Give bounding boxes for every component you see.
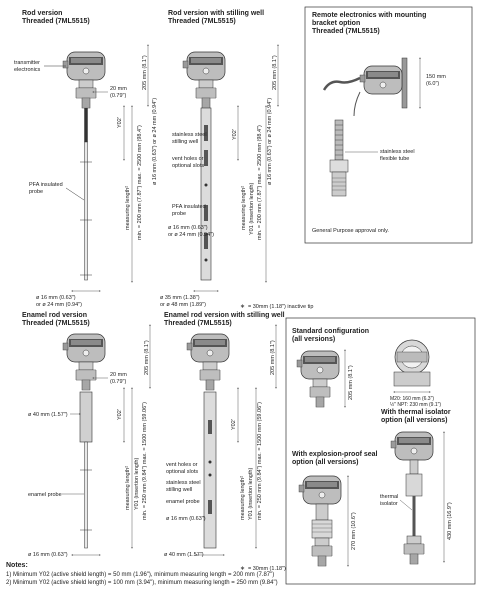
configurations-diagram: Standard configuration (all versions) 20… <box>285 317 476 585</box>
well-d48: or ø 48 mm (1.89") <box>160 302 206 308</box>
remote-subtitle: Threaded (7ML5515) <box>312 28 380 35</box>
well-205: 205 mm (8.1") <box>272 55 278 90</box>
enamel-subtitle: Threaded (7ML5515) <box>22 320 90 327</box>
gp-note: General Purpose approval only. <box>312 228 389 234</box>
en-well-measuring-length: measuring length² <box>240 476 246 520</box>
standard-subtitle: (all versions) <box>292 336 335 343</box>
rod-measuring-length: measuring length² <box>125 186 131 230</box>
enamel-20mm-in: (0.79") <box>110 379 126 385</box>
en-well-d16: ø 16 mm (0.63") <box>166 516 206 522</box>
explosion-title: With explosion-proof seal <box>292 451 378 458</box>
remote-title: Remote electronics with mounting <box>312 12 426 19</box>
well-y02: Y02' <box>232 129 238 140</box>
remote-electronics-box <box>304 6 473 244</box>
en-well-y02: Y02' <box>231 419 237 430</box>
remote-150: 150 mm <box>426 74 446 80</box>
enamel-well-subtitle: Threaded (7ML5515) <box>164 320 232 327</box>
enamel-y02: Y02' <box>117 409 123 420</box>
explosion-subtitle: option (all versions) <box>292 459 359 466</box>
en-well-205: 205 mm (8.1") <box>270 340 276 375</box>
note-2: 2) Minimum Y02 (active shield length) = … <box>6 580 278 586</box>
rod-y02: Y02' <box>117 117 123 128</box>
well-d16: ø 16 mm (0.63") <box>168 225 208 231</box>
rod-dia: ø 16 mm (0.63") or ø 24 mm (0.94") <box>152 98 158 185</box>
optional-slots-label: optional slots <box>172 163 204 169</box>
enamel-range: min. = 250 mm (9.84") max. = 1500 mm (59… <box>142 402 148 520</box>
remote-electronics-diagram: Remote electronics with mounting bracket… <box>304 6 473 244</box>
rod-20mm-in: (0.79") <box>110 93 126 99</box>
enamel-title: Enamel rod version <box>22 312 87 319</box>
std-205: 205 mm (8.1") <box>348 365 354 400</box>
pfa-insulated-label: PFA insulated <box>29 182 63 188</box>
enamel-y01: Y01 (insertion length) <box>134 458 140 510</box>
rod-stilling-well-diagram: Rod version with stilling well Threaded … <box>160 10 313 310</box>
remote-150-in: (6.0") <box>426 81 439 87</box>
rod-title: Rod version <box>22 10 62 17</box>
thermal-subtitle: option (all versions) <box>381 417 448 424</box>
well-d24: or ø 24 mm (0.94") <box>168 232 214 238</box>
pfa-insulated-label-2: PFA insulated <box>172 204 206 210</box>
enamel-d40: ø 40 mm (1.57") <box>28 412 68 418</box>
note-1: 1) Minimum Y02 (active shield length) = … <box>6 572 275 578</box>
stilling-well-label: stilling well <box>172 139 198 145</box>
electronics-label: electronics <box>14 67 41 73</box>
rod-d16: ø 16 mm (0.63") <box>36 295 76 301</box>
transmitter-label: transmitter <box>14 60 40 66</box>
explosion-270: 270 mm (10.6") <box>351 512 357 550</box>
rod-well-subtitle: Threaded (7ML5515) <box>168 18 236 25</box>
enamel-d16: ø 16 mm (0.63") <box>28 552 68 558</box>
rod-20mm: 20 mm <box>110 86 127 92</box>
vent-holes-label: vent holes or <box>172 156 204 162</box>
rod-205: 205 mm (8.1") <box>142 55 148 90</box>
enamel-rod-diagram: Enamel rod version Threaded (7ML5515) 20… <box>22 312 151 558</box>
pfa-probe-label: probe <box>29 189 43 195</box>
pfa-probe-label-2: probe <box>172 211 186 217</box>
enamel-20mm: 20 mm <box>110 372 127 378</box>
isolator-label: isolator <box>380 501 398 507</box>
svg-text:∗: ∗ <box>240 566 245 572</box>
notes-title: Notes: <box>6 562 28 569</box>
well-range: min. = 200 mm (7.87") max. = 2500 mm (98… <box>257 125 263 240</box>
std-npt: ½" NPT: 230 mm (9.1") <box>390 401 441 408</box>
enamel-well-title: Enamel rod version with stilling well <box>164 312 285 319</box>
rod-well-title: Rod version with stilling well <box>168 10 264 17</box>
en-well-d40: ø 40 mm (1.57") <box>164 552 204 558</box>
stilling-well-label-2: stilling well <box>166 487 192 493</box>
rod-version-diagram: Rod version Threaded (7ML5515) transmitt… <box>14 10 158 308</box>
standard-title: Standard configuration <box>292 328 369 335</box>
enamel-inactive-tip: = 30mm (1.18") inactive tip <box>248 566 313 572</box>
svg-text:∗: ∗ <box>240 304 245 310</box>
stilling-steel-label-2: stainless steel <box>166 480 201 486</box>
well-y01: Y01 (insertion length) <box>249 183 255 235</box>
vent-holes-label-2: vent holes or <box>166 462 198 468</box>
enamel-measuring-length: measuring length² <box>125 466 131 510</box>
rod-inactive-tip: = 30mm (1.18") inactive tip <box>248 304 313 310</box>
en-well-y01: Y01 (insertion length) <box>248 468 254 520</box>
flex-tube-label: flexible tube <box>380 156 409 162</box>
thermal-title: With thermal isolator <box>381 409 451 416</box>
optional-slots-label-2: optional slots <box>166 469 198 475</box>
well-measuring-length: measuring length² <box>241 186 247 230</box>
en-well-range: min. = 250 mm (9.84") max. = 1500 mm (59… <box>257 402 263 520</box>
enamel-stilling-well-diagram: Enamel rod version with stilling well Th… <box>164 312 313 572</box>
well-dia: ø 16 mm (0.63") or ø 24 mm (0.94") <box>267 98 273 185</box>
flex-steel-label: stainless steel <box>380 149 415 155</box>
rod-range: min. = 200 mm (7.87") max. = 2500 mm (98… <box>137 125 143 240</box>
thermal-label: thermal <box>380 494 398 500</box>
remote-title2: bracket option <box>312 20 360 27</box>
stilling-steel-label: stainless steel <box>172 132 207 138</box>
enamel-probe-label-2: enamel probe <box>166 499 200 505</box>
rod-d24: or ø 24 mm (0.94") <box>36 302 82 308</box>
well-d35: ø 35 mm (1.38") <box>160 295 200 301</box>
thermal-430: 430 mm (16.9") <box>447 502 453 540</box>
enamel-205: 205 mm (8.1") <box>144 340 150 375</box>
std-m20: M20: 160 mm (6.3") <box>390 396 434 402</box>
enamel-probe-label: enamel probe <box>28 492 62 498</box>
rod-subtitle: Threaded (7ML5515) <box>22 18 90 25</box>
